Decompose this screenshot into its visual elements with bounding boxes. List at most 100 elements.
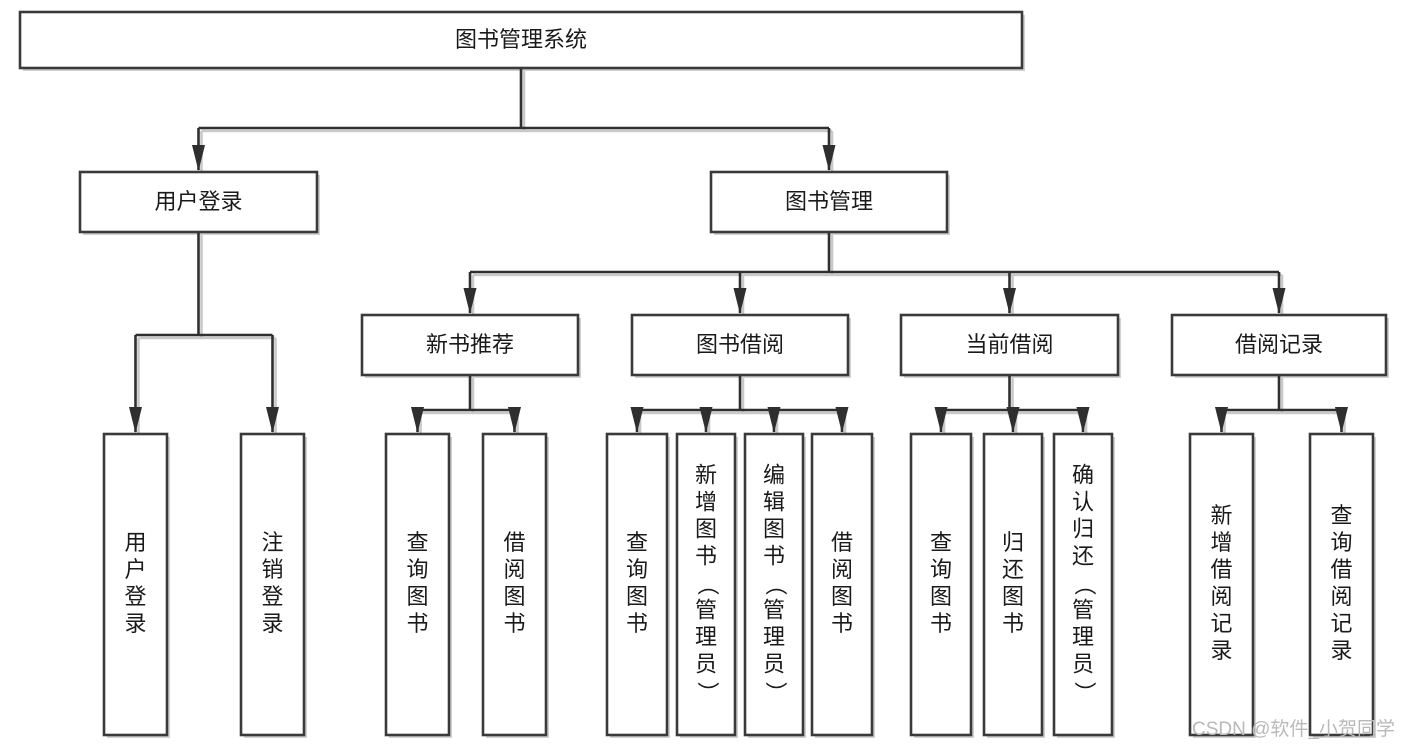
node-label-char: 借 (503, 530, 525, 555)
node-label-char: 借 (1210, 557, 1232, 582)
node-label-char: 书 (626, 611, 648, 636)
node-label-char: 图 (626, 584, 648, 609)
node-label-char: 管 (763, 597, 785, 622)
node-label-char: 书 (930, 611, 952, 636)
node-rect[interactable] (899, 313, 1120, 377)
node-rect[interactable] (1188, 432, 1255, 737)
node-label-char: 图 (1002, 584, 1024, 609)
node-label: 图书管理 (785, 189, 873, 214)
node-label-char: 还 (1002, 557, 1024, 582)
node-label-char: 图 (695, 516, 717, 541)
node-label-vertical: 用户登录 (124, 530, 146, 636)
node-rect[interactable] (810, 432, 874, 737)
arrow-head (822, 145, 836, 171)
node-label-char: 理 (763, 624, 785, 649)
node-rect[interactable] (1052, 432, 1114, 737)
arrow-head (1076, 407, 1090, 433)
node-n-book-manage[interactable]: 图书管理 (709, 170, 949, 234)
node-rect[interactable] (605, 432, 669, 737)
node-rect[interactable] (384, 432, 451, 737)
watermark-text: CSDN @软件_小贺同学 (1192, 719, 1395, 740)
node-rect[interactable] (481, 432, 548, 737)
node-rect[interactable] (709, 170, 949, 234)
node-label-char: 登 (261, 584, 283, 609)
node-label-char: 书 (1002, 611, 1024, 636)
node-rect[interactable] (909, 432, 973, 737)
node-rect[interactable] (1308, 432, 1375, 737)
node-label-char: 辑 (763, 489, 785, 514)
node-label-char: 新 (695, 462, 717, 487)
arrow-head (699, 407, 713, 433)
node-n-user-login[interactable]: 用户登录 (78, 170, 319, 234)
node-rect[interactable] (630, 313, 850, 377)
node-label-char: 借 (831, 530, 853, 555)
node-label-char: 登 (124, 584, 146, 609)
node-label-char: 员 (1072, 651, 1094, 676)
connector-layer (129, 68, 1348, 433)
node-n-leaf-user-login[interactable]: 用户登录 (102, 432, 169, 737)
node-label-char: （ (763, 573, 788, 595)
node-rect[interactable] (239, 432, 306, 737)
node-n-book-borrow[interactable]: 图书借阅 (630, 313, 850, 377)
node-label: 新书推荐 (426, 332, 514, 357)
node-label-char: 查 (930, 530, 952, 555)
node-label-char: 理 (1072, 624, 1094, 649)
node-label-char: 增 (1210, 530, 1232, 555)
node-label-char: 新 (1210, 503, 1232, 528)
node-rect[interactable] (18, 10, 1024, 70)
node-label-char: 询 (930, 557, 952, 582)
node-label-char: 借 (1330, 557, 1352, 582)
node-rect[interactable] (1170, 313, 1388, 377)
node-rect[interactable] (78, 170, 319, 234)
arrow-head (1272, 288, 1286, 314)
node-n-root[interactable]: 图书管理系统 (18, 10, 1024, 70)
arrow-head (1215, 407, 1228, 433)
node-label-char: 员 (695, 651, 717, 676)
node-n-current-borrow[interactable]: 当前借阅 (899, 313, 1120, 377)
node-label-char: 归 (1002, 530, 1024, 555)
node-rect[interactable] (982, 432, 1044, 737)
node-rect[interactable] (675, 432, 737, 737)
node-label: 借阅记录 (1235, 332, 1323, 357)
node-rect[interactable] (102, 432, 169, 737)
node-label-char: 管 (695, 597, 717, 622)
node-label-char: 理 (695, 624, 717, 649)
arrow-head (266, 407, 279, 433)
node-label-char: 认 (1072, 489, 1094, 514)
node-label-char: 询 (626, 557, 648, 582)
node-label-char: 阅 (1330, 584, 1352, 609)
node-label-char: 记 (1330, 611, 1352, 636)
node-label-char: 编 (763, 462, 785, 487)
node-n-borrow-record[interactable]: 借阅记录 (1170, 313, 1388, 377)
node-label: 当前借阅 (965, 332, 1053, 357)
node-label-char: 查 (626, 530, 648, 555)
node-label-char: 书 (831, 611, 853, 636)
node-label-char: 还 (1072, 543, 1094, 568)
node-label-char: 户 (124, 557, 146, 582)
node-label-char: 录 (261, 611, 283, 636)
node-n-new-book-rec[interactable]: 新书推荐 (360, 313, 580, 377)
node-rect[interactable] (360, 313, 580, 377)
node-rect[interactable] (743, 432, 805, 737)
